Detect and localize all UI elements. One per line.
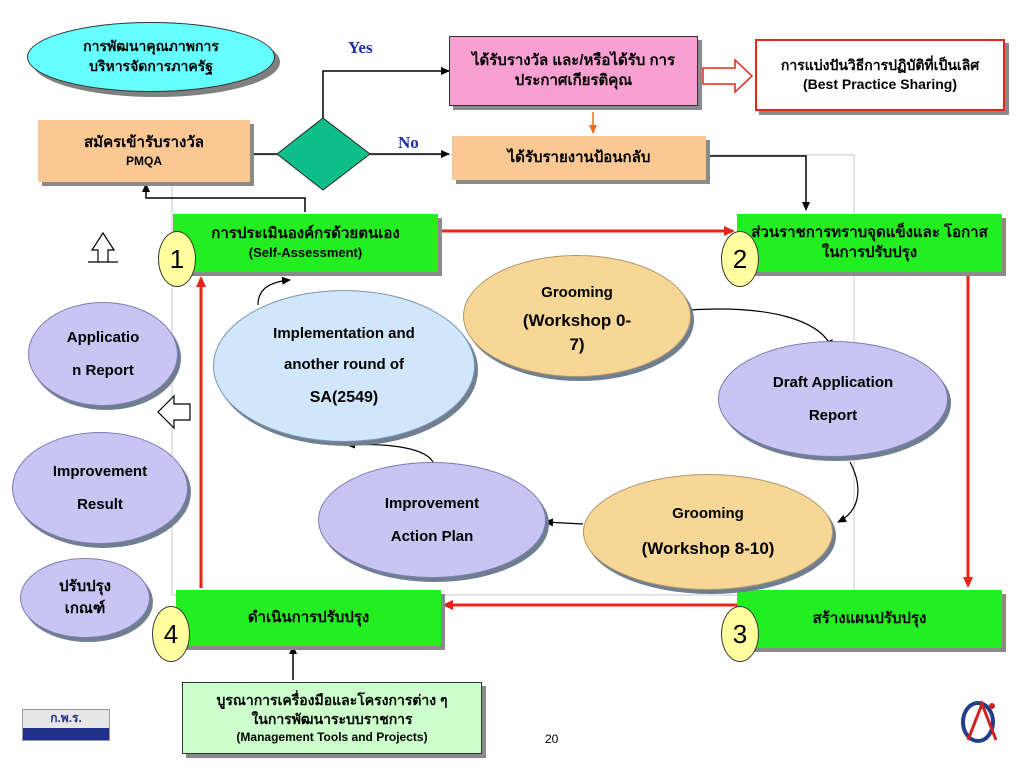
title-bubble-text: การพัฒนาคุณภาพการ บริหารจัดการภาครัฐ xyxy=(83,38,219,74)
step2-strengths: ส่วนราชการทราบจุดแข็งและ โอกาสในการปรับป… xyxy=(737,214,1002,272)
feedback-box: ได้รับรายงานป้อนกลับ xyxy=(452,136,706,180)
step1-number-badge: 1 xyxy=(158,231,196,287)
criteria-line2: เกณฑ์ xyxy=(64,600,106,617)
impl-line3: SA(2549) xyxy=(309,388,379,406)
step4-implement: ดำเนินการปรับปรุง xyxy=(176,590,441,646)
draft-to-grooming2-arrow xyxy=(837,461,859,523)
step3-improvement-plan: สร้างแผนปรับปรุง xyxy=(737,590,1002,648)
tools-line2: ในการพัฒนาระบบราชการ xyxy=(251,710,413,727)
award-text: ได้รับรางวัล และ/หรือได้รับ การประกาศเกี… xyxy=(471,51,676,89)
right-outline-arrow xyxy=(702,58,754,94)
action-to-implementation-arrow xyxy=(346,440,434,463)
improvement-result-output: Improvement Result xyxy=(12,432,188,544)
step1-label: การประเมินองค์กรด้วยตนเอง xyxy=(211,225,400,243)
apply-pmqa-box: สมัครเข้ารับรางวัล PMQA xyxy=(38,120,250,182)
step4-number-badge: 4 xyxy=(152,606,190,662)
left-outline-arrow xyxy=(157,394,191,430)
grooming2-to-action-arrow xyxy=(544,518,584,527)
grooming2-line2: (Workshop 8-10) xyxy=(641,538,775,558)
criteria-line1: ปรับปรุง xyxy=(58,577,111,595)
apply-line2: PMQA xyxy=(126,154,162,169)
grooming1-line1: Grooming xyxy=(541,283,613,301)
implementation-to-step1-arrow xyxy=(257,276,291,306)
best-practice-text: การแบ่งปันวิธีการปฏิบัติที่เป็นเลิศ (Bes… xyxy=(780,57,980,92)
grooming1-line2: (Workshop 0- xyxy=(522,310,632,330)
management-tools-box: บูรณาการเครื่องมือและโครงการต่าง ๆ ในการ… xyxy=(182,682,482,754)
grooming-workshop-8-10: Grooming (Workshop 8-10) xyxy=(583,474,833,590)
action-line1: Improvement xyxy=(384,495,480,512)
improvement-action-plan: Improvement Action Plan xyxy=(318,462,546,578)
corner-emblem-icon xyxy=(961,699,998,743)
result-line2: Result xyxy=(77,496,123,513)
result-line1: Improvement xyxy=(52,463,148,480)
no-label: No xyxy=(398,133,419,152)
up-outline-arrow xyxy=(88,231,118,263)
step2-number-badge: 2 xyxy=(721,231,759,287)
yes-arrow xyxy=(322,67,450,118)
action-line2: Action Plan xyxy=(390,528,474,545)
step4-label: ดำเนินการปรับปรุง xyxy=(247,608,370,626)
grooming-workshop-0-7: Grooming (Workshop 0- 7) xyxy=(463,255,691,377)
draft-application-report: Draft Application Report xyxy=(718,341,948,457)
tools-line1: บูรณาการเครื่องมือและโครงการต่าง ๆ xyxy=(216,692,448,709)
step1-to-apply-arrow xyxy=(142,183,306,212)
tools-line3: (Management Tools and Projects) xyxy=(236,729,428,744)
award-box: ได้รับรางวัล และ/หรือได้รับ การประกาศเกี… xyxy=(449,36,698,106)
feedback-text: ได้รับรายงานป้อนกลับ xyxy=(507,148,651,166)
step1-self-assessment: การประเมินองค์กรด้วยตนเอง (Self-Assessme… xyxy=(173,214,438,272)
app-report-line2: n Report xyxy=(72,362,134,379)
opdc-logo: ก.พ.ร. xyxy=(22,709,110,741)
title-bubble: การพัฒนาคุณภาพการ บริหารจัดการภาครัฐ xyxy=(27,22,275,92)
draft-line2: Report xyxy=(808,407,858,424)
draft-line1: Draft Application xyxy=(772,374,894,391)
yes-label: Yes xyxy=(348,38,373,57)
grooming1-line3: 7) xyxy=(569,335,585,355)
step2-number: 2 xyxy=(732,243,748,274)
best-practice-box: การแบ่งปันวิธีการปฏิบัติที่เป็นเลิศ (Bes… xyxy=(755,39,1005,111)
grooming1-to-draft-arrow xyxy=(689,308,833,349)
page-number: 20 xyxy=(545,732,559,746)
impl-line2: another round of xyxy=(284,356,404,374)
opdc-logo-text: ก.พ.ร. xyxy=(50,711,82,725)
impl-line1: Implementation and xyxy=(273,324,415,342)
feedback-to-step2-arrow xyxy=(708,155,810,211)
step4-number: 4 xyxy=(163,618,179,649)
implementation-round-sa: Implementation and another round of SA(2… xyxy=(213,290,475,442)
step3-number-badge: 3 xyxy=(721,606,759,662)
step1-sub: (Self-Assessment) xyxy=(248,245,363,261)
application-report-output: Applicatio n Report xyxy=(28,302,178,406)
step2-label: ส่วนราชการทราบจุดแข็งและ โอกาสในการปรับป… xyxy=(751,223,988,261)
apply-line1: สมัครเข้ารับรางวัล xyxy=(84,133,204,151)
step1-number: 1 xyxy=(169,243,185,274)
app-report-line1: Applicatio xyxy=(66,329,140,346)
grooming2-line1: Grooming xyxy=(672,504,744,522)
step3-label: สร้างแผนปรับปรุง xyxy=(812,609,927,627)
decision-diamond xyxy=(276,117,371,191)
step3-number: 3 xyxy=(732,618,748,649)
criteria-improvement-output: ปรับปรุง เกณฑ์ xyxy=(20,558,150,638)
